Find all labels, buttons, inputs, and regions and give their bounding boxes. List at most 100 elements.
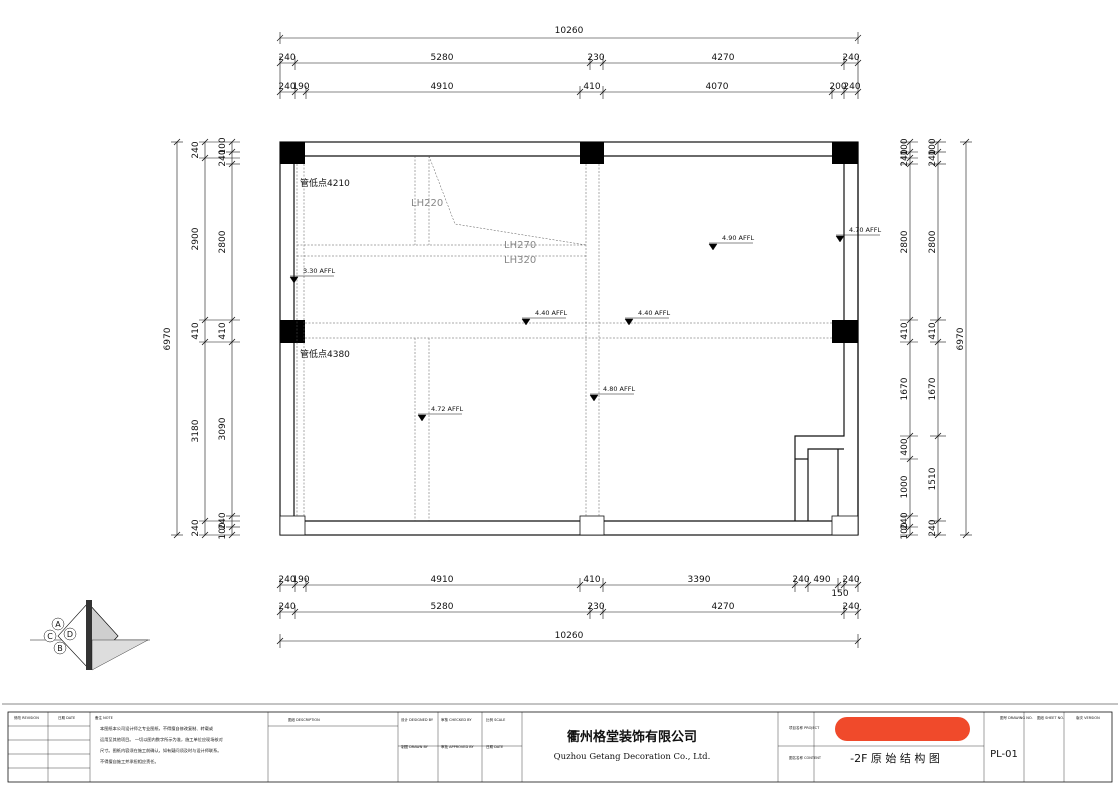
dim-label: 230 bbox=[587, 602, 604, 612]
column bbox=[280, 320, 305, 343]
column bbox=[832, 142, 858, 164]
dim-label: 240 bbox=[191, 141, 201, 158]
top-dimension-ticks bbox=[276, 59, 862, 96]
dim-label: 240 bbox=[842, 575, 859, 585]
elevation-marker bbox=[417, 414, 427, 422]
beam-label: LH270 bbox=[504, 240, 536, 251]
dim-label: 240 bbox=[278, 53, 295, 63]
dim-label: 230 bbox=[587, 53, 604, 63]
walls bbox=[279, 141, 859, 536]
drawing-label: 图纸 DESCRIPTION bbox=[288, 717, 320, 722]
dim-label: 400 bbox=[900, 438, 910, 455]
dim-label: 410 bbox=[218, 322, 228, 339]
elevation-marker bbox=[835, 235, 845, 243]
elevation-label: 3.30 AFFL bbox=[303, 267, 335, 275]
dim-label: 3180 bbox=[191, 419, 201, 442]
column bbox=[280, 142, 305, 164]
drawing-number: PL-01 bbox=[990, 749, 1018, 760]
notes-line: 本图纸本公司设计师之专业图纸，不得擅自修改复制、转载或 bbox=[100, 725, 214, 732]
open-columns bbox=[279, 515, 859, 536]
elevation-labels: 3.30 AFFL 4.40 AFFL 4.40 AFFL 4.90 AFFL … bbox=[303, 226, 881, 413]
top-row1-labels: 240 5280 230 4270 240 bbox=[278, 53, 859, 63]
dim-label: 4070 bbox=[706, 82, 729, 92]
column bbox=[831, 515, 859, 536]
compass-letter: B bbox=[57, 644, 63, 653]
dim-label: 100 bbox=[900, 522, 910, 539]
dim-label: 3390 bbox=[688, 575, 711, 585]
column bbox=[580, 142, 604, 164]
dim-label: 410 bbox=[583, 575, 600, 585]
project-name-bar bbox=[835, 717, 970, 741]
dim-label: 240 bbox=[842, 53, 859, 63]
sheet-label: 图纸 SHEET NO. bbox=[1037, 715, 1064, 720]
check-label: 审核 CHECKED BY bbox=[441, 717, 472, 722]
beam-label: LH320 bbox=[504, 255, 536, 266]
dim-label: 2800 bbox=[928, 230, 938, 253]
left-dimension-ticks bbox=[173, 138, 236, 539]
bottom-row1-labels: 240 190 4910 410 3390 240 490 240 bbox=[278, 575, 859, 585]
right-dimension-ticks bbox=[906, 138, 970, 539]
dim-label: 4910 bbox=[431, 82, 454, 92]
dim-label: 410 bbox=[191, 322, 201, 339]
beams bbox=[296, 155, 832, 521]
elevation-label: 4.90 AFFL bbox=[722, 234, 754, 242]
dim-label: 3090 bbox=[218, 417, 228, 440]
left-dimensions bbox=[171, 141, 240, 536]
top-total-dim: 10260 bbox=[555, 26, 584, 36]
dim-label: 1000 bbox=[900, 475, 910, 498]
dim-label: 4910 bbox=[431, 575, 454, 585]
pipe-low-label: 管低点4380 bbox=[300, 348, 350, 360]
dim-label: 190 bbox=[292, 82, 309, 92]
dim-label: 1670 bbox=[900, 377, 910, 400]
dim-label-extra: 150 bbox=[831, 589, 848, 599]
compass-letter: D bbox=[67, 630, 73, 639]
dim-label: 240 bbox=[278, 82, 295, 92]
compass-letter: A bbox=[55, 620, 61, 629]
compass-letter: C bbox=[47, 632, 53, 641]
elevation-label: 4.40 AFFL bbox=[638, 309, 670, 317]
dim-label: 240 bbox=[218, 512, 228, 529]
date2-label: 日期 DATE bbox=[486, 744, 503, 749]
columns bbox=[280, 142, 858, 343]
dim-label: 240 bbox=[278, 602, 295, 612]
approve-label: 审批 APPROVED BY bbox=[441, 744, 474, 749]
elevation-markers bbox=[289, 234, 880, 422]
drawing-no-label: 图号 DRAWING NO. bbox=[1000, 715, 1033, 720]
right-total-dim: 6970 bbox=[956, 327, 966, 350]
elevation-marker bbox=[289, 276, 299, 284]
dim-label: 100 bbox=[900, 138, 910, 155]
top-row2-labels: 240 190 4910 410 4070 200 240 bbox=[278, 82, 860, 92]
pipe-low-label: 管低点4210 bbox=[300, 177, 350, 189]
left-inner-labels: 100 240 2800 410 3090 240 100 bbox=[218, 137, 228, 539]
bottom-dimensions bbox=[279, 578, 859, 648]
dim-label: 490 bbox=[813, 575, 830, 585]
note-label: 备注 NOTE bbox=[95, 715, 113, 720]
elevation-marker bbox=[589, 394, 599, 402]
elevation-label: 4.40 AFFL bbox=[535, 309, 567, 317]
beam-label: LH220 bbox=[411, 198, 443, 209]
title-block: 修改 REVISION 日期 DATE 备注 NOTE 本图纸本公司设计师之专业… bbox=[2, 703, 1118, 783]
dim-label: 1670 bbox=[928, 377, 938, 400]
scale-label: 比例 SCALE bbox=[486, 717, 505, 722]
bottom-total-dim: 10260 bbox=[555, 631, 584, 641]
top-dimensions bbox=[276, 32, 862, 99]
right-inner-labels: 100 240 2800 410 1670 400 1000 240 100 bbox=[900, 138, 910, 539]
drawing-title: -2F 原 始 结 构 图 bbox=[850, 751, 940, 765]
dim-label: 410 bbox=[583, 82, 600, 92]
elevation-label: 4.72 AFFL bbox=[431, 405, 463, 413]
dim-label: 100 bbox=[218, 137, 228, 154]
notes-line: 不得擅自施工并承担相应责任。 bbox=[100, 758, 159, 765]
floor-plan: 管低点4210 管低点4380 LH220 LH270 LH320 3.30 A… bbox=[279, 141, 881, 536]
drawn-label: 制图 DRAWN BY bbox=[401, 744, 429, 749]
right-outer-labels: 100 240 2800 410 1670 1510 240 bbox=[928, 138, 938, 536]
company-name-en: Quzhou Getang Decoration Co., Ltd. bbox=[554, 752, 711, 762]
left-total-dim: 6970 bbox=[163, 327, 173, 350]
dim-label: 200 bbox=[829, 82, 846, 92]
content-label: 图名名称 CONTENT bbox=[789, 755, 822, 760]
date-label: 日期 DATE bbox=[58, 715, 75, 720]
project-label: 项目名称 PROJECT bbox=[789, 725, 820, 730]
elevation-marker bbox=[708, 243, 718, 251]
version-label: 版次 VERSION bbox=[1076, 715, 1100, 720]
dim-label: 240 bbox=[191, 519, 201, 536]
dim-label: 240 bbox=[928, 519, 938, 536]
